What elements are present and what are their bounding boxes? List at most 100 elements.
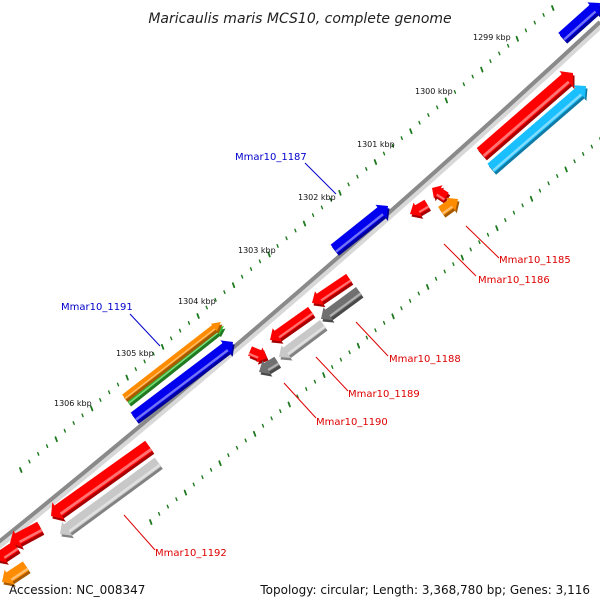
outer-tick [170,336,173,341]
outer-tick [436,105,439,110]
outer-tick [542,12,545,17]
outer-tick [302,220,307,227]
inner-tick [573,159,576,164]
kbp-label: 1305 kbp [116,349,154,358]
outer-tick [285,236,288,241]
red-arrow-1192 [51,440,155,522]
inner-tick [157,511,161,516]
kbp-label: 1302 kbp [298,193,336,202]
inner-tick [469,247,472,252]
arrow-highlight [492,93,583,172]
inner-tick [504,218,507,223]
inner-tick [547,181,550,186]
outer-tick [160,343,165,350]
outer-tick [125,374,129,381]
inner-tick [209,467,213,472]
inner-tick [443,269,446,274]
label-leader-line [123,514,156,551]
arrow-body [2,561,30,585]
inner-tick [339,357,343,362]
red-arrow-1188 [312,273,354,308]
arrow-body [10,521,43,548]
outer-tick [480,66,484,73]
outer-tick [489,59,492,64]
blue-arrow-1191 [130,340,235,424]
arrow-highlight [10,567,29,581]
inner-tick [192,482,195,487]
outer-tick [409,128,413,135]
inner-tick [305,387,308,391]
inner-tick [322,372,326,378]
gray-arrow-1190 [259,356,282,377]
inner-tick [270,416,273,421]
outer-tick [205,305,208,310]
outer-tick [498,51,501,56]
arrow-body [476,71,573,158]
arrow-highlight [563,10,597,41]
arrow-highlight [436,193,445,201]
inner-tick [426,284,430,290]
arrow-highlight [320,279,352,302]
arrow-highlight [128,332,219,404]
outer-tick [551,5,555,11]
outer-tick [276,243,279,248]
arrow-body [60,457,162,536]
outer-tick [524,28,528,33]
inner-tick [408,298,412,303]
outer-tick [338,189,342,196]
cyan-arrow-1184 [487,85,588,175]
kbp-label: 1300 kbp [415,87,453,96]
inner-tick [149,519,153,525]
outer-tick [373,159,378,165]
arrow-highlight [18,529,43,544]
outer-tick [54,436,58,443]
outer-tick [240,274,244,279]
arrow-highlight [335,213,384,253]
inner-tick [538,188,542,193]
outer-tick [187,321,191,325]
inner-tick [365,335,369,340]
inner-tick [244,438,247,443]
outer-tick [45,444,49,449]
inner-tick [218,460,222,467]
outer-tick [99,398,102,402]
inner-tick [521,203,524,208]
label-leader-line [129,313,161,347]
gene-labels: Mmar10_1185Mmar10_1186Mmar10_1187Mmar10_… [61,152,571,559]
inner-tick [356,342,361,349]
arrow-body [279,320,326,358]
topology-summary: Topology: circular; Length: 3,368,780 bp… [260,583,590,597]
arrow-body [122,322,221,400]
feature-arrows [0,2,600,587]
tick-marks [19,5,600,525]
kbp-label: 1301 kbp [357,140,395,149]
inner-tick [564,166,568,173]
gene-label: Mmar10_1192 [155,548,227,559]
arrow-shade [123,324,223,402]
inner-tick [296,394,299,399]
inner-tick [227,453,230,458]
label-leader-line [355,321,389,357]
inner-tick [252,430,257,437]
arrow-body [51,440,153,520]
inner-tick [434,276,438,281]
inner-tick [452,262,455,267]
backbone-shadow [0,21,600,549]
outer-tick [196,313,200,319]
outer-tick [462,82,466,87]
outer-tick [81,413,84,418]
outer-tick [214,297,217,302]
orange-arrow-1185 [438,197,460,218]
label-leader-line [315,356,349,392]
arrow-body [321,287,362,321]
genome-backbone [0,20,600,549]
label-leader-line [283,382,317,419]
arrow-highlight [329,292,362,317]
outer-tick [506,43,510,48]
outer-tick [134,367,137,372]
outer-tick [329,197,333,202]
arrow-body [330,204,388,254]
outer-tick [453,89,457,94]
